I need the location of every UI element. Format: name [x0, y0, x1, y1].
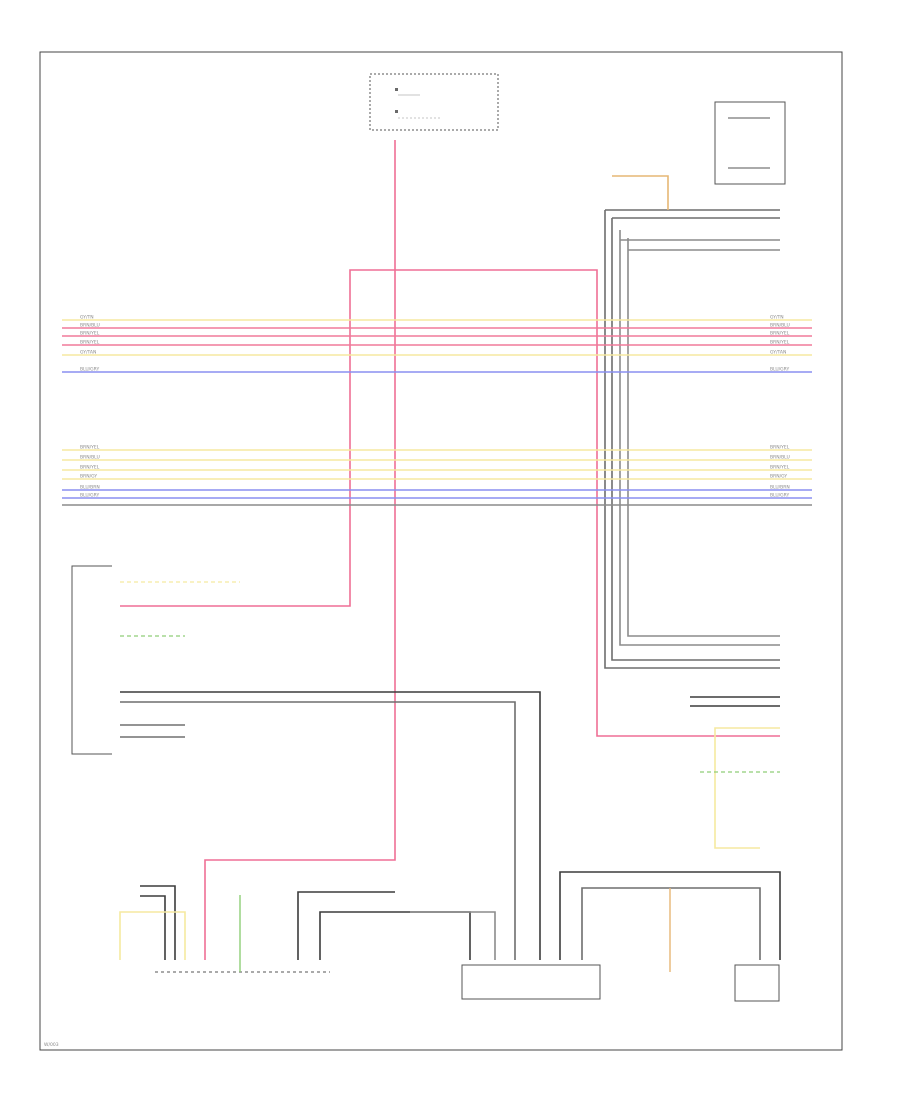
wire-label: BRN/YEL [770, 331, 790, 337]
red-power-wire [120, 140, 780, 960]
wire-label: GY/TAN [80, 350, 96, 356]
right-lower-wires [690, 696, 780, 849]
fuse-box-component [369, 73, 499, 131]
wire-label: BRN/BLU [80, 323, 100, 329]
wire-label: BLU/GRY [770, 367, 790, 373]
left-module-network-wires [120, 691, 541, 960]
wire-label: BRN/YEL [770, 445, 790, 451]
left-module [71, 565, 240, 755]
wire-label: BRN/YEL [80, 340, 100, 346]
wire-label: GY/TAN [770, 350, 786, 356]
wire-label: BLU/GRY [770, 493, 790, 499]
wire-label: BRN/BLU [770, 455, 790, 461]
wire-label: GY/TN [80, 315, 94, 321]
wire-label: GY/TN [770, 315, 784, 321]
wire-label: BLU/BRN [80, 485, 100, 491]
wire-label: BRN/BLU [80, 455, 100, 461]
wire-label: BRN/GY [80, 474, 97, 480]
wire-label: BRN/YEL [80, 331, 100, 337]
right-top-module [714, 101, 786, 185]
wire-label: BLU/BRN [770, 485, 790, 491]
wire-label: BLU/GRY [80, 493, 100, 499]
wire-label: BRN/YEL [770, 465, 790, 471]
wire-label: BRN/YEL [80, 465, 100, 471]
wire-label: BRN/BLU [770, 323, 790, 329]
diagram-frame [39, 51, 843, 1051]
page-ref: W/003 [44, 1042, 59, 1048]
wire-label: BLU/GRY [80, 367, 100, 373]
bottom-center-module [461, 871, 781, 1000]
lower-horizontal-bundle [62, 449, 812, 506]
bottom-right-module [734, 964, 780, 1002]
upper-horizontal-bundle [62, 319, 812, 373]
bottom-left-connector [119, 885, 496, 973]
wire-label: BRN/GY [770, 474, 787, 480]
right-vertical-bundle [604, 175, 780, 669]
wire-label: BRN/YEL [770, 340, 790, 346]
wire-label: BRN/YEL [80, 445, 100, 451]
